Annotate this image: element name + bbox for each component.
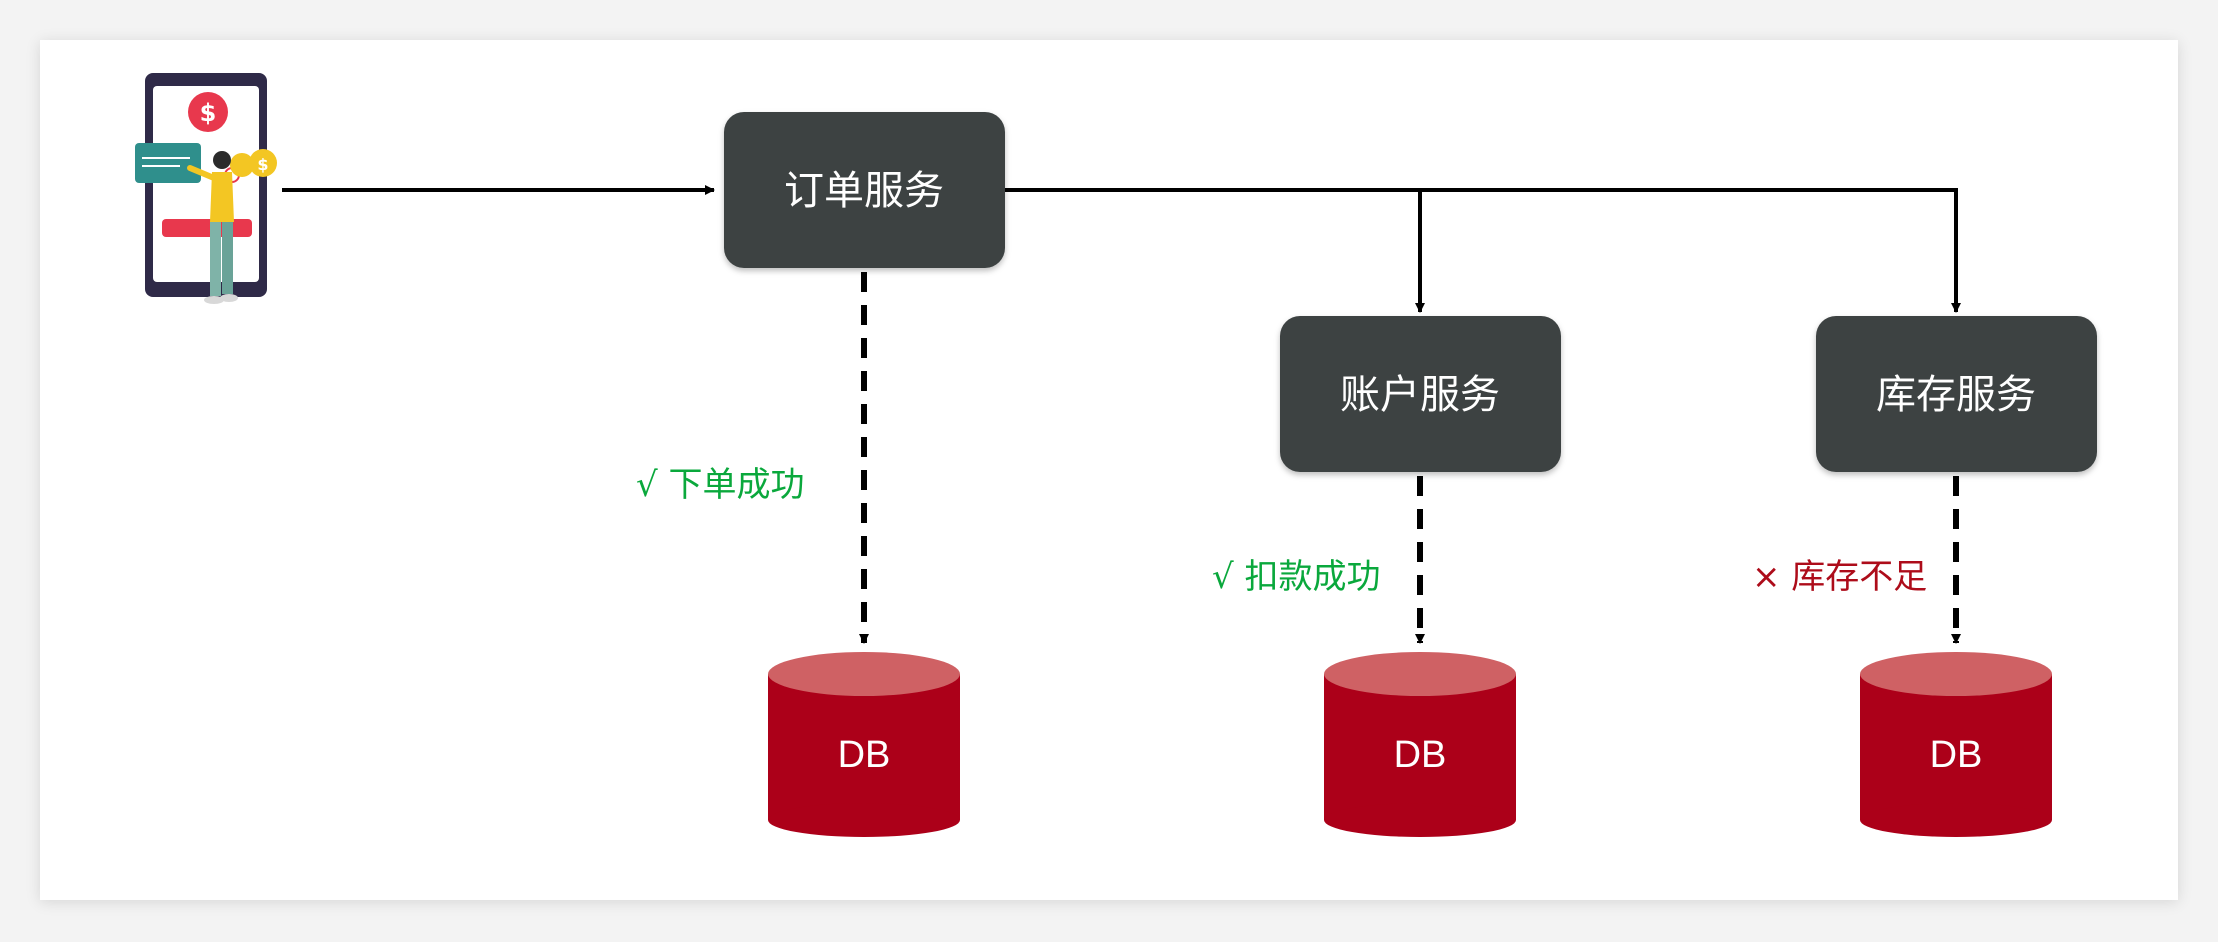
storage-result-text: × 库存不足: [1752, 557, 1927, 597]
account-result-text: √ 扣款成功: [1212, 557, 1380, 597]
storage-database: DB: [1860, 652, 2052, 837]
storage-db-label: DB: [1930, 734, 1983, 776]
mobile-payment-user-icon: $ $: [135, 73, 277, 304]
storage-service-label: 库存服务: [1876, 372, 2036, 418]
account-service-node: 账户服务: [1280, 316, 1561, 472]
order-result-text: √ 下单成功: [636, 465, 804, 505]
account-database: DB: [1324, 652, 1516, 837]
svg-text:$: $: [257, 155, 268, 174]
storage-service-node: 库存服务: [1816, 316, 2097, 472]
account-db-label: DB: [1394, 734, 1447, 776]
connector-order-to-account: [1003, 188, 1425, 313]
order-service-node: 订单服务: [724, 112, 1005, 268]
order-db-label: DB: [838, 734, 891, 776]
diagram-canvas: [40, 40, 2178, 900]
order-service-label: 订单服务: [784, 168, 944, 214]
order-database: DB: [768, 652, 960, 837]
connector-order-to-storage: [1420, 188, 1961, 313]
account-service-label: 账户服务: [1340, 372, 1500, 418]
svg-text:$: $: [200, 99, 217, 127]
